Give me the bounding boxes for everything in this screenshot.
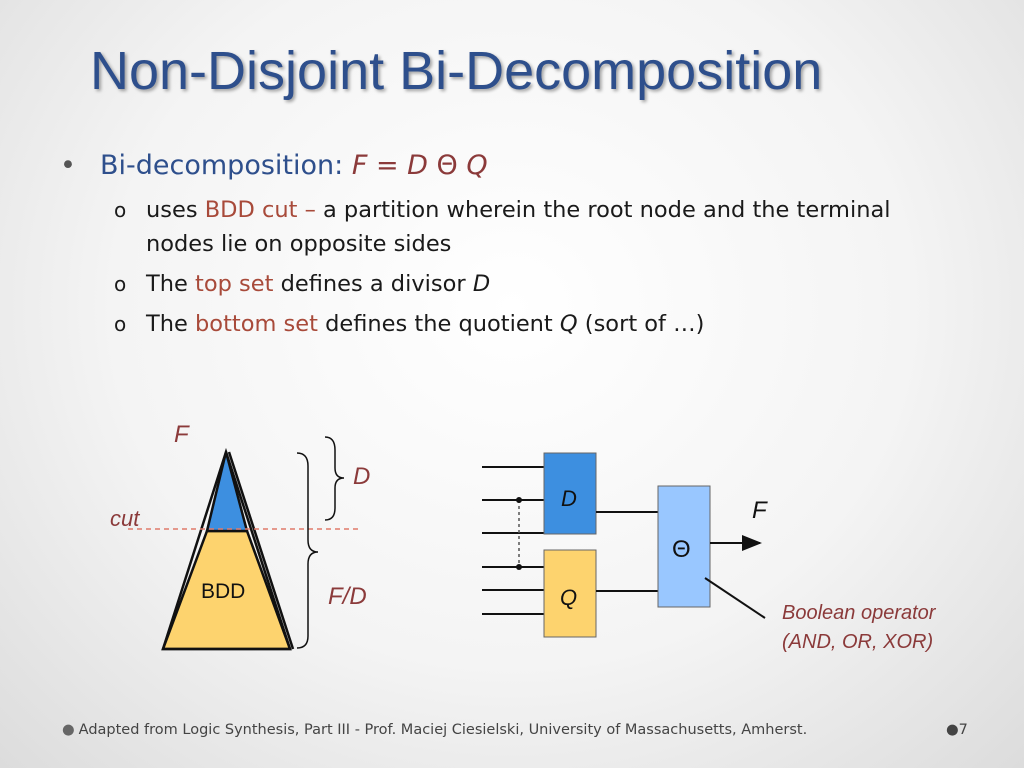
- sub-text: defines the quotient: [325, 311, 553, 337]
- page-number-value: 7: [958, 722, 968, 738]
- sub-bullet-top-set: o The top set defines a divisor D: [55, 267, 946, 301]
- bullet-marker: •: [60, 150, 76, 181]
- sub-bullet-marker: o: [114, 312, 127, 336]
- sub-text: The: [146, 311, 188, 337]
- junction-dot: [516, 564, 522, 570]
- page-number: ●7: [946, 722, 968, 738]
- sub-bullet-bottom-set: o The bottom set defines the quotient Q …: [55, 307, 946, 341]
- label-cut: cut: [110, 506, 140, 531]
- block-operator: [657, 485, 711, 608]
- slide-title: Non-Disjoint Bi-Decomposition: [90, 41, 823, 101]
- block-d: [543, 452, 597, 535]
- sub-bullet-marker: o: [114, 272, 127, 296]
- annotation-line-1: Boolean operator: [782, 602, 937, 624]
- bdd-triangle-diagram: F cut BDD D F/D: [110, 421, 370, 651]
- sub-var: D: [472, 271, 491, 297]
- label-d: D: [353, 463, 370, 490]
- brace-fd: [296, 452, 319, 649]
- footer-marker: ●: [62, 722, 75, 738]
- footer-text: Adapted from Logic Synthesis, Part III -…: [78, 722, 808, 738]
- footer: ●Adapted from Logic Synthesis, Part III …: [62, 722, 942, 738]
- sub-text: defines a divisor: [280, 271, 466, 297]
- formula-f-d: F = D: [351, 150, 428, 181]
- formula: F = D Θ Q: [352, 150, 488, 181]
- sub-var: Q: [559, 311, 578, 337]
- block-q-label: Q: [560, 585, 577, 610]
- block-operator-label: Θ: [672, 536, 691, 563]
- bdd-outline: [161, 447, 292, 651]
- circuit-diagram: D Q Θ F Boolean operator (AND, OR, XOR): [482, 452, 937, 653]
- bdd-shadow-edge: [227, 451, 295, 650]
- sub-text: a partition wherein the root node and th…: [146, 197, 891, 257]
- sub-highlight: top set: [195, 271, 274, 297]
- label-bdd: BDD: [201, 580, 245, 603]
- bullet-label: Bi-decomposition:: [100, 150, 344, 181]
- block-q: [543, 549, 597, 638]
- sub-highlight: bottom set: [195, 311, 318, 337]
- annotation-pointer: [704, 577, 766, 619]
- output-label-f: F: [752, 497, 768, 524]
- formula-q: Q: [466, 150, 488, 181]
- sub-text: uses: [146, 197, 198, 223]
- label-f: F: [174, 421, 190, 448]
- block-d-label: D: [561, 486, 577, 511]
- page-marker: ●: [946, 722, 959, 738]
- sub-bullet-bdd-cut: o uses BDD cut – a partition wherein the…: [55, 193, 946, 261]
- formula-theta: Θ: [436, 150, 458, 181]
- sub-text: (sort of …): [584, 311, 705, 337]
- sub-highlight: BDD cut –: [204, 197, 316, 223]
- brace-d: [324, 436, 345, 521]
- label-fd: F/D: [328, 583, 367, 610]
- bdd-top-region: [205, 451, 249, 533]
- bullet-list: • Bi-decomposition: F = D Θ Q o uses BDD…: [55, 150, 985, 341]
- annotation-line-2: (AND, OR, XOR): [782, 631, 933, 653]
- junction-dot: [516, 497, 522, 503]
- sub-text: The: [146, 271, 188, 297]
- sub-bullet-marker: o: [114, 198, 127, 222]
- bullet-bi-decomposition: • Bi-decomposition: F = D Θ Q: [55, 150, 985, 181]
